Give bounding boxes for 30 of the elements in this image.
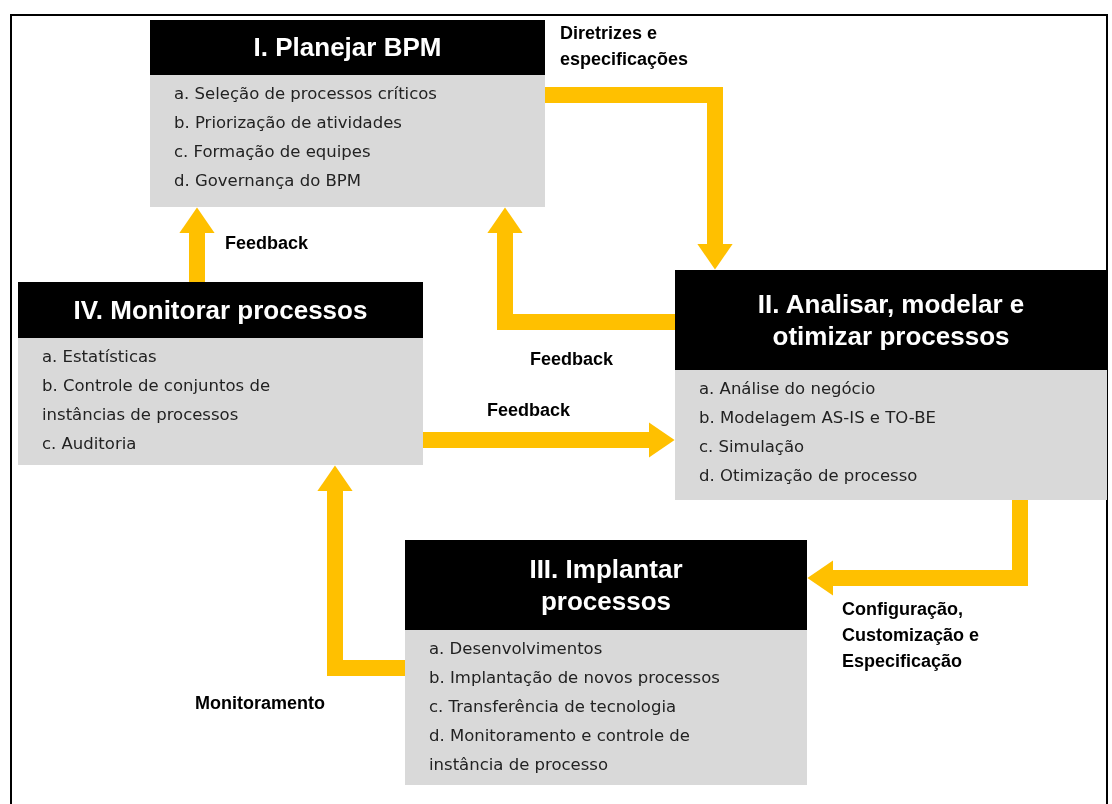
edge-label: Monitoramento	[195, 692, 326, 715]
edge-label: Feedback	[225, 232, 310, 255]
edge-label: Feedback	[487, 399, 572, 422]
list-item: d. Monitoramento e controle de instância de processo	[429, 725, 691, 776]
edge-label: Feedback	[530, 348, 615, 371]
list-item: b. Priorização de atividades	[174, 112, 402, 134]
list-item: a. Estatísticas	[42, 346, 157, 368]
list-item: a. Desenvolvimentos	[429, 638, 603, 660]
list-item: b. Implantação de novos processos	[429, 667, 720, 689]
arrow	[545, 87, 733, 270]
list-item: d. Otimização de processo	[699, 465, 918, 487]
list-item: c. Auditoria	[42, 433, 137, 455]
heading-text: II. Analisar, modelar e otimizar processos	[756, 287, 1026, 353]
edge-label: Configuração, Customização e Especificação	[842, 598, 981, 673]
heading-text: IV. Monitorar processos	[73, 293, 368, 327]
arrow	[807, 500, 1028, 596]
list-item: c. Formação de equipes	[174, 141, 371, 163]
edge-label: Diretrizes e especificações	[560, 22, 690, 71]
list-item: a. Análise do negócio	[699, 378, 876, 400]
list-item: a. Seleção de processos críticos	[174, 83, 437, 105]
arrow	[487, 207, 675, 330]
heading-text: III. Implantar processos	[528, 552, 684, 618]
heading-text: I. Planejar BPM	[253, 31, 442, 64]
list-item: c. Simulação	[699, 436, 805, 458]
arrow	[423, 422, 675, 458]
list-item: d. Governança do BPM	[174, 170, 362, 192]
list-item: b. Modelagem AS-IS e TO-BE	[699, 407, 936, 429]
list-item: c. Transferência de tecnologia	[429, 696, 677, 718]
arrow	[317, 465, 405, 676]
arrow	[179, 207, 215, 282]
